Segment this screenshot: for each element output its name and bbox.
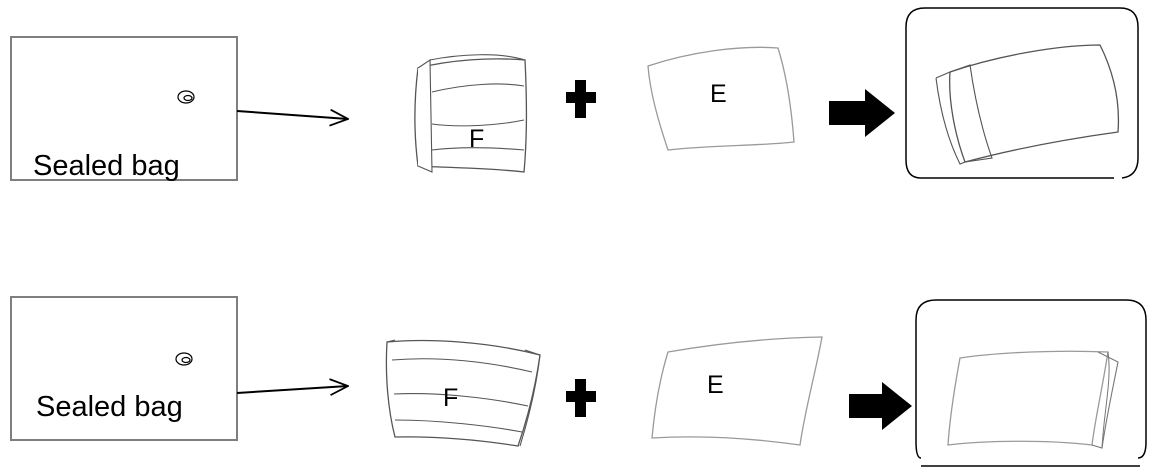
result-box — [905, 7, 1139, 179]
piece-e: E — [651, 336, 823, 446]
seal-icon — [175, 352, 193, 366]
piece-e-label: E — [707, 371, 724, 399]
seal-icon — [177, 90, 195, 104]
sealed-bag-label: Sealed bag — [33, 150, 180, 182]
sealed-bag-box — [10, 36, 238, 181]
piece-f-label: F — [443, 384, 458, 412]
result-pillow — [935, 44, 1120, 165]
row-1: Sealed bag F E — [10, 7, 1139, 182]
plus-icon — [566, 80, 596, 118]
line-arrow-icon — [236, 386, 348, 393]
block-arrow-icon — [829, 89, 895, 137]
block-arrow-icon — [849, 382, 912, 430]
piece-f: F — [385, 339, 541, 447]
row-2: Sealed bag F E — [10, 296, 1147, 467]
sealed-bag-box — [10, 296, 238, 441]
sealed-bag: Sealed bag — [10, 296, 238, 441]
piece-f-label: F — [469, 125, 484, 153]
sealed-bag: Sealed bag — [10, 36, 238, 182]
result-box — [915, 299, 1147, 467]
piece-f: F — [414, 54, 528, 173]
plus-icon — [566, 379, 596, 417]
piece-e: E — [647, 46, 795, 151]
piece-e-label: E — [710, 80, 727, 108]
line-arrow-icon — [236, 111, 348, 119]
result-pillow — [947, 350, 1119, 449]
sealed-bag-label: Sealed bag — [36, 391, 183, 423]
